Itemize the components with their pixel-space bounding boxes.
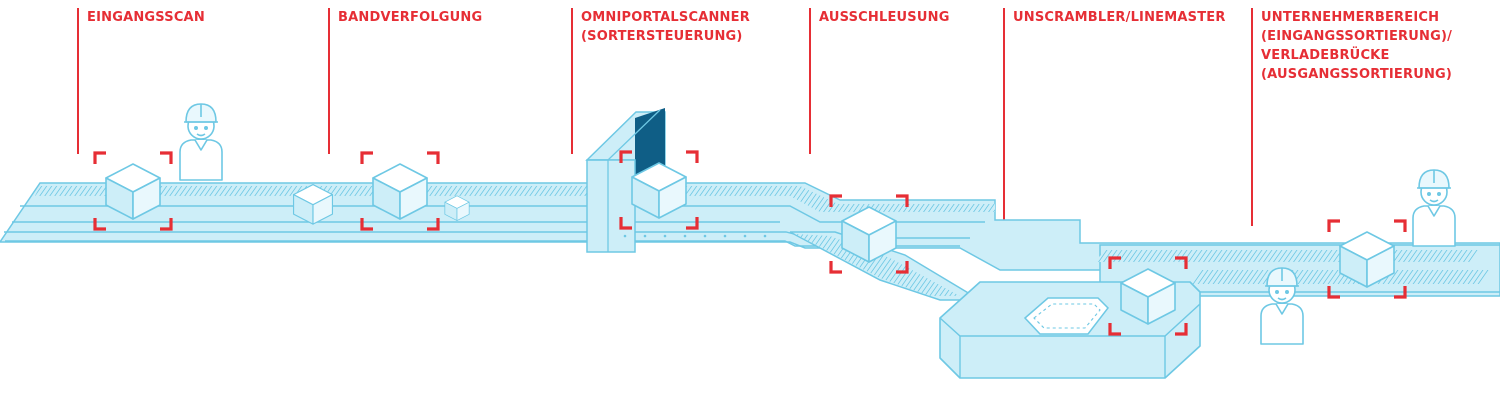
station-label-line: BANDVERFOLGUNG <box>338 10 483 25</box>
station-label-line: (EINGANGSSORTIERUNG)/ <box>1261 29 1453 44</box>
station-label-eingangsscan: EINGANGSSCAN <box>77 8 205 154</box>
station-label-unscrambler: UNSCRAMBLER/LINEMASTER <box>1003 8 1226 226</box>
station-label-omniportalscanner: OMNIPORTALSCANNER (SORTERSTEUERUNG) <box>571 8 750 154</box>
station-label-ausschleusung: AUSSCHLEUSUNG <box>809 8 950 154</box>
station-label-unternehmerbereich: UNTERNEHMERBEREICH (EINGANGSSORTIERUNG)/… <box>1251 8 1452 226</box>
outbound-conveyor <box>1095 244 1500 297</box>
scan-dotted-line <box>623 234 767 238</box>
station-label-line: EINGANGSSCAN <box>87 10 205 25</box>
station-label-bandverfolgung: BANDVERFOLGUNG <box>328 8 482 154</box>
worker-icon <box>1260 267 1304 345</box>
worker-icon <box>179 103 223 181</box>
station-label-line: OMNIPORTALSCANNER <box>581 10 750 25</box>
station-label-line: UNSCRAMBLER/LINEMASTER <box>1013 10 1226 25</box>
worker-icon <box>1412 169 1456 247</box>
station-label-line: (AUSGANGSSORTIERUNG) <box>1261 67 1453 82</box>
station-label-line: (SORTERSTEUERUNG) <box>581 29 743 44</box>
station-label-line: AUSSCHLEUSUNG <box>819 10 950 25</box>
station-label-line: VERLADEBRÜCKE <box>1261 48 1390 63</box>
station-label-line: UNTERNEHMERBEREICH <box>1261 10 1440 25</box>
